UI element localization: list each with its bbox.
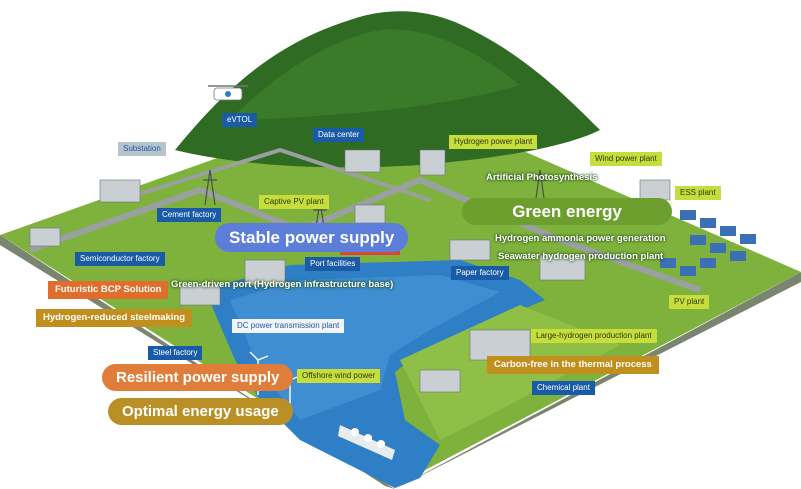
banner-resilient-power-supply: Resilient power supply [102,364,294,391]
label-chemical-plant: Chemical plant [532,381,595,395]
drone-icon [208,85,248,101]
road-secondary [119,147,431,202]
label-data-center: Data center [313,128,365,142]
label-seawater-hydrogen: Seawater hydrogen production plant [498,251,664,262]
ship-icon [338,425,395,460]
banner-optimal-energy-usage: Optimal energy usage [108,398,293,425]
banner-green-energy: Green energy [462,198,672,225]
label-ess-plant: ESS plant [675,186,721,200]
label-hydrogen-power-plant: Hydrogen power plant [449,135,538,149]
forest-highlight [230,29,520,121]
label-offshore-wind: Offshore wind power [297,369,381,383]
solar-panel-icon [660,210,756,276]
label-artificial-photosynthesis: Artificial Photosynthesis [486,172,598,183]
label-futuristic-bcp: Futuristic BCP Solution [48,281,169,299]
harbor-water-light [230,275,500,420]
banner-stable-power-supply: Stable power supply [215,223,409,252]
label-semiconductor-factory: Semiconductor factory [75,252,165,266]
label-port-facilities: Port facilities [305,257,361,271]
label-hydrogen-reduced-steel: Hydrogen-reduced steelmaking [36,309,193,327]
label-paper-factory: Paper factory [451,266,509,280]
label-wind-power-plant: Wind power plant [590,152,662,166]
label-hydrogen-ammonia: Hydrogen ammonia power generation [495,233,666,244]
label-carbon-free-thermal: Carbon-free in the thermal process [487,356,659,374]
label-evtol: eVTOL [222,113,258,127]
factory-buildings [29,149,671,393]
label-cement-factory: Cement factory [157,208,222,222]
label-captive-pv-plant: Captive PV plant [259,195,329,209]
label-substation: Substation [118,142,166,156]
label-green-driven-port: Green-driven port (Hydrogen infrastructu… [171,279,394,290]
label-steel-factory: Steel factory [148,346,203,360]
label-large-hydrogen: Large-hydrogen production plant [531,329,657,343]
label-dc-transmission: DC power transmission plant [232,319,345,333]
label-pv-plant: PV plant [669,295,710,309]
